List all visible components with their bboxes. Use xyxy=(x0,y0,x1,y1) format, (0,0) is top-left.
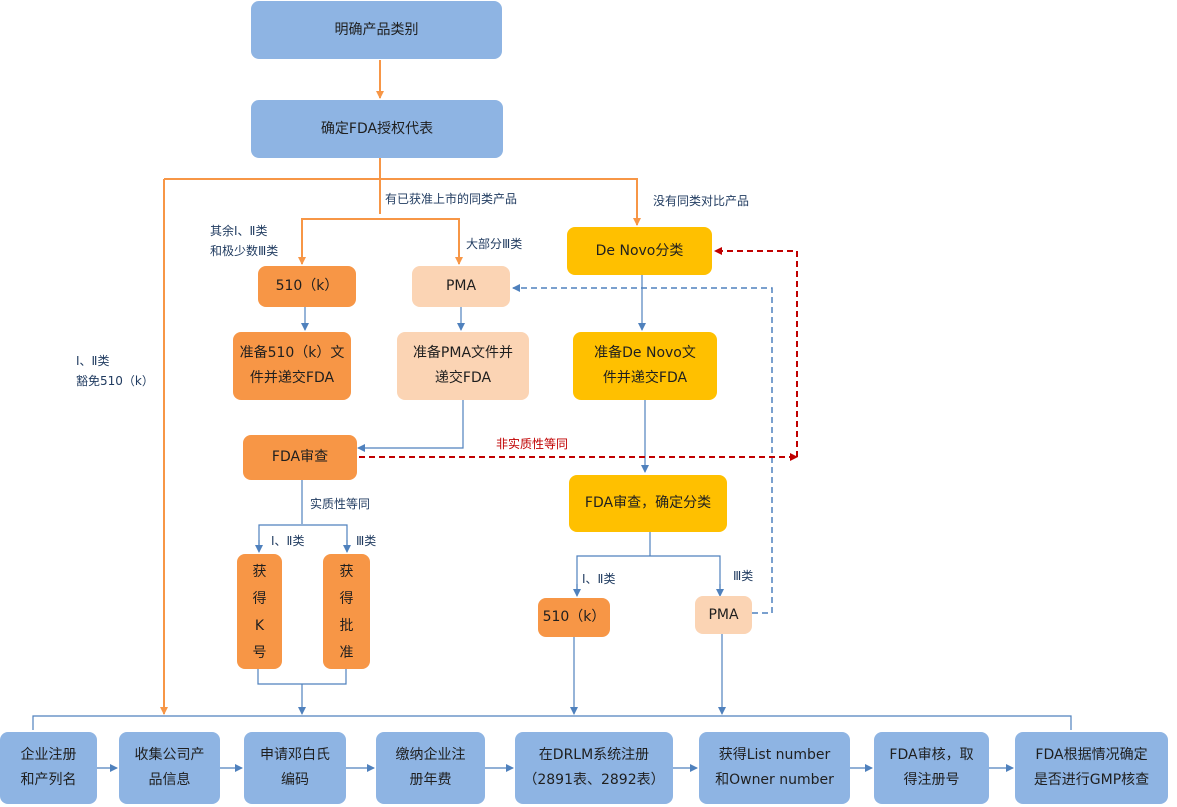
510k-result-box: 510（k） xyxy=(538,598,610,637)
510k-box: 510（k） xyxy=(258,266,356,307)
get-k-number-box: 获 得 K 号 xyxy=(237,554,282,669)
prepare-pma-box: 准备PMA文件并 递交FDA xyxy=(397,332,529,400)
step-drlm-registration: 在DRLM系统注册 （2891表、2892表） xyxy=(515,732,673,804)
pma-result-box: PMA xyxy=(695,596,752,634)
step-gmp-inspection: FDA根据情况确定 是否进行GMP核查 xyxy=(1015,732,1168,804)
step-collect-company-info: 收集公司产 品信息 xyxy=(119,732,220,804)
fda-review-box: FDA审查 xyxy=(243,435,357,480)
prepare-510k-box: 准备510（k）文 件并递交FDA xyxy=(233,332,351,400)
label-not-substantially-equivalent: 非实质性等同 xyxy=(496,437,569,451)
step-fda-review-number: FDA审核，取 得注册号 xyxy=(874,732,989,804)
label-most-class3: 大部分Ⅲ类 xyxy=(466,237,523,251)
label-class3-right: Ⅲ类 xyxy=(733,569,754,583)
de-novo-box: De Novo分类 xyxy=(567,227,712,275)
label-substantially-equivalent: 实质性等同 xyxy=(310,497,371,511)
fda-agent-box: 确定FDA授权代表 xyxy=(251,100,503,158)
label-class12-left: Ⅰ、Ⅱ类 xyxy=(271,534,305,548)
label-exempt-510k: Ⅰ、Ⅱ类 豁免510（k） xyxy=(76,354,154,388)
get-approval-box: 获 得 批 准 xyxy=(323,554,370,669)
label-no-predicate: 没有同类对比产品 xyxy=(653,194,750,208)
step-list-owner-number: 获得List number 和Owner number xyxy=(699,732,850,804)
label-class12-right: Ⅰ、Ⅱ类 xyxy=(582,572,616,586)
pma-box: PMA xyxy=(412,266,510,307)
step-company-registration: 企业注册 和产列名 xyxy=(0,732,97,804)
label-class3-left: Ⅲ类 xyxy=(356,534,377,548)
step-duns-number: 申请邓白氏 编码 xyxy=(244,732,346,804)
prepare-de-novo-box: 准备De Novo文 件并递交FDA xyxy=(573,332,717,400)
classify-product-box: 明确产品类别 xyxy=(251,1,502,59)
fda-review-classify-box: FDA审查，确定分类 xyxy=(569,475,727,532)
step-annual-fee: 缴纳企业注 册年费 xyxy=(376,732,485,804)
label-has-predicate: 有已获准上市的同类产品 xyxy=(385,192,518,206)
label-other-classes: 其余Ⅰ、Ⅱ类 和极少数Ⅲ类 xyxy=(210,224,279,258)
